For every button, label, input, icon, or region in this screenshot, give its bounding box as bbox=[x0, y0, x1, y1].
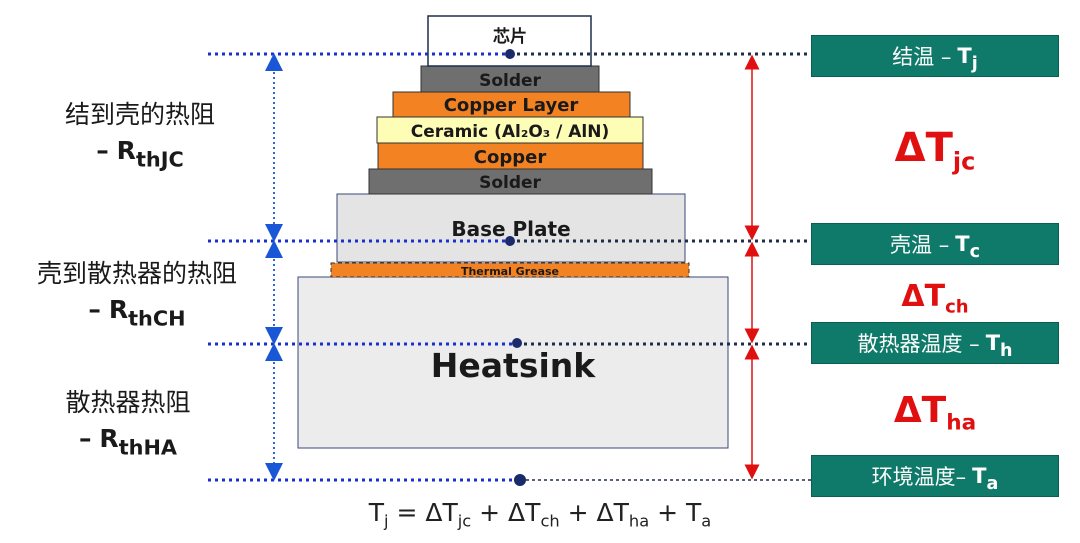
solder-top-layer bbox=[420, 65, 600, 93]
heatsink-label: Heatsink bbox=[431, 346, 596, 385]
delta-tha: ΔTha bbox=[893, 390, 977, 436]
ta-point bbox=[514, 474, 526, 486]
copper-top-layer bbox=[392, 91, 631, 118]
thermal-grease-layer bbox=[330, 262, 690, 278]
heatsink-block bbox=[297, 276, 729, 449]
rch-label: 壳到散热器的热阻 – RthCH bbox=[21, 257, 253, 331]
rjc-label: 结到壳的热阻 – RthJC bbox=[35, 98, 245, 172]
rjc-symbol: – RthJC bbox=[96, 136, 184, 172]
copper-top-label: Copper Layer bbox=[444, 95, 579, 116]
tj-point bbox=[505, 49, 515, 59]
total-temperature-formula: Tj = ΔTjc + ΔTch + ΔTha + Ta bbox=[368, 498, 712, 531]
copper-layer bbox=[377, 142, 644, 170]
rha-label: 散热器热阻 – RthHA bbox=[23, 386, 233, 460]
delta-tch: ΔTch bbox=[901, 279, 969, 318]
chip-label: 芯片 bbox=[493, 26, 527, 47]
copper-label: Copper bbox=[474, 147, 547, 168]
rha-symbol: – RthHA bbox=[78, 424, 178, 460]
tj-box: 结温 – Tj bbox=[811, 35, 1059, 77]
base-plate-block bbox=[336, 193, 686, 263]
ta-box: 环境温度– Ta bbox=[811, 455, 1059, 497]
thermal-grease-label: Thermal Grease bbox=[461, 265, 559, 278]
delta-tjc: ΔTjc bbox=[894, 125, 976, 176]
th-box: 散热器温度 – Th bbox=[811, 322, 1059, 364]
th-point bbox=[512, 338, 522, 348]
tc-box: 壳温 – Tc bbox=[811, 223, 1059, 265]
ceramic-layer bbox=[376, 116, 644, 144]
ceramic-label: Ceramic (Al₂O₃ / AlN) bbox=[411, 122, 610, 142]
solder-top-label: Solder bbox=[479, 71, 541, 91]
rha-text: 散热器热阻 bbox=[65, 388, 191, 417]
tc-point bbox=[505, 236, 515, 246]
rch-symbol: – RthCH bbox=[88, 295, 186, 331]
rch-text: 壳到散热器的热阻 bbox=[36, 259, 237, 288]
rjc-text: 结到壳的热阻 bbox=[64, 100, 215, 129]
solder-bottom-label: Solder bbox=[479, 173, 541, 193]
solder-bottom-layer bbox=[368, 168, 653, 195]
